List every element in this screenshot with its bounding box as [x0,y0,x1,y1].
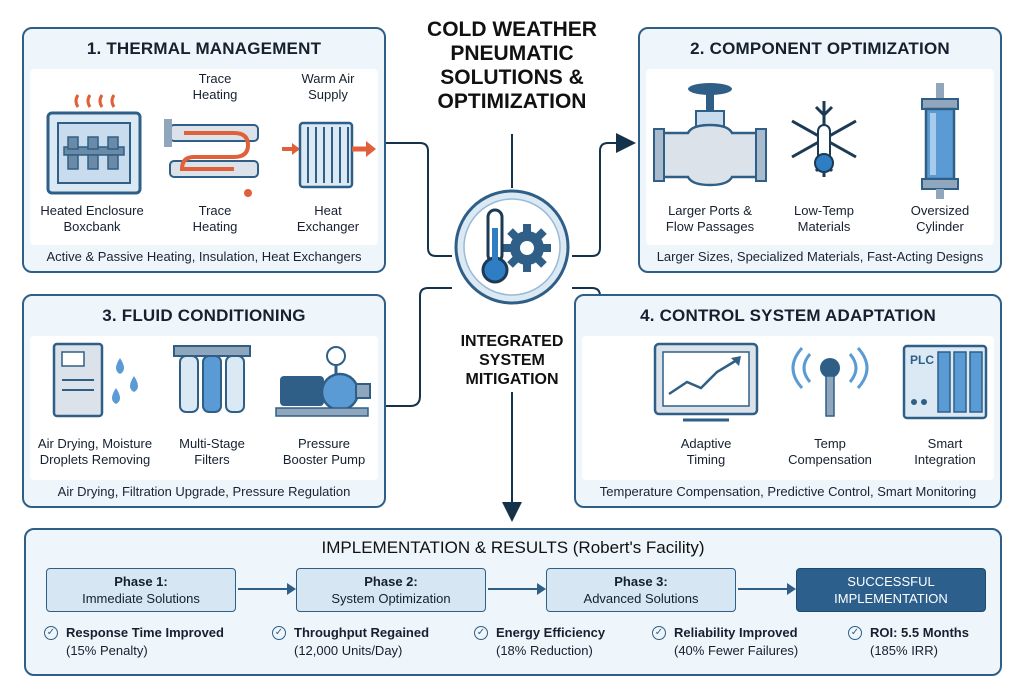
panel-footer: Larger Sizes, Specialized Materials, Fas… [656,248,984,264]
plc-icon: PLC [902,344,988,420]
item-trace-heating: Trace Heating Trace Heating [160,69,270,245]
check-icon: ✓ [652,626,666,640]
phase-2: Phase 2: System Optimization [296,568,486,612]
item-heat-exchanger: Warm Air Supply Heat Exchanger [274,69,382,245]
panel-title: 2. COMPONENT OPTIMIZATION [690,39,950,58]
check-icon: ✓ [848,626,862,640]
connector-fluid [386,287,452,407]
snowflake-thermometer-icon [791,101,857,177]
results-panel: IMPLEMENTATION & RESULTS (Robert's Facil… [24,528,1002,676]
plc-label: PLC [910,353,934,367]
panel-control-system-adaptation: 4. CONTROL SYSTEM ADAPTATION Adaptive Ti… [574,294,1002,508]
hub-label: INTEGRATED SYSTEM MITIGATION [460,333,564,388]
item-larger-ports: Larger Ports & Flow Passages [646,69,774,245]
phase-arrow [738,583,796,595]
check-icon: ✓ [44,626,58,640]
item-pressure-booster-pump: Pressure Booster Pump [266,336,382,480]
monitor-chart-icon [653,342,759,422]
panel-footer: Temperature Compensation, Predictive Con… [599,483,977,499]
item-adaptive-timing: Adaptive Timing [646,336,766,480]
check-icon: ✓ [474,626,488,640]
panel-component-optimization: 2. COMPONENT OPTIMIZATION Larger Ports &… [638,27,1002,273]
item-multi-stage-filters: Multi-Stage Filters [162,336,262,480]
connector-component [572,133,636,257]
item-low-temp-materials: Low-Temp Materials [774,69,874,245]
connector-thermal [386,142,452,257]
filters-icon [173,345,251,413]
item-smart-integration: PLC Smart Integration [892,336,998,480]
phase-arrow [488,583,546,595]
cylinder-icon [921,83,959,199]
heated-enclosure-icon [46,94,142,195]
panel-title: 1. THERMAL MANAGEMENT [86,39,322,58]
check-icon: ✓ [272,626,286,640]
panel-footer: Active & Passive Heating, Insulation, He… [46,248,362,264]
phase-final: SUCCESSFUL IMPLEMENTATION [796,568,986,612]
panel-fluid-conditioning: 3. FLUID CONDITIONING Air Drying, Moistu… [22,294,386,508]
valve-icon [653,83,767,187]
item-temp-compensation: Temp Compensation [772,336,888,480]
trace-heating-icon [164,119,259,197]
panel-footer: Air Drying, Filtration Upgrade, Pressure… [57,483,351,499]
phase-arrow [238,583,296,595]
phase-3: Phase 3: Advanced Solutions [546,568,736,612]
phase-1: Phase 1: Immediate Solutions [46,568,236,612]
results-title: IMPLEMENTATION & RESULTS (Robert's Facil… [321,538,705,557]
item-heated-enclosure: Heated Enclosure Boxcbank [30,69,154,245]
pump-icon [275,346,371,417]
diagram-title: COLD WEATHER PNEUMATIC SOLUTIONS & OPTIM… [427,18,597,113]
hub-thermometer-gear-icon [454,189,570,305]
panel-title: 3. FLUID CONDITIONING [102,306,306,325]
panel-title: 4. CONTROL SYSTEM ADAPTATION [640,306,936,325]
heat-exchanger-icon [282,121,376,189]
item-oversized-cylinder: Oversized Cylinder [882,69,998,245]
temp-sensor-icon [791,346,869,417]
item-air-drying: Air Drying, Moisture Droplets Removing [30,336,160,480]
panel-thermal-management: 1. THERMAL MANAGEMENT Heated Enclosure B… [22,27,386,273]
air-dryer-icon [52,342,138,418]
